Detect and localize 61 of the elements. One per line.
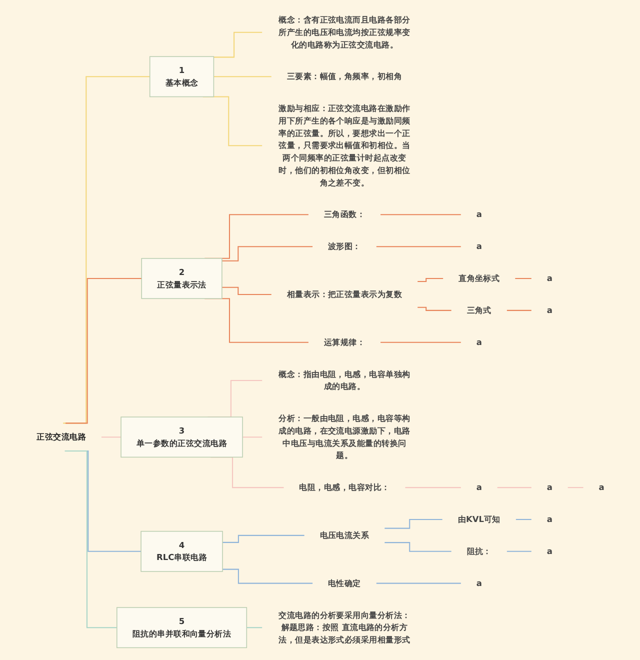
connector	[516, 518, 531, 520]
node-text: 概念：含有正弦电流而且电路各部分所产生的电压和电流均按正弦规率变化的电路称为正弦交流电路。	[278, 14, 410, 50]
node-text: 正弦交流电路	[36, 432, 86, 442]
connector	[62, 76, 150, 424]
node-text: 概念：指由电阻，电感，电容单独构成的电路。	[278, 369, 410, 392]
connector	[376, 246, 460, 248]
node-text: 运算规律：	[323, 337, 365, 347]
node-text: 电阻，电感，电容对比：	[298, 482, 390, 492]
node-text: 直角坐标式	[458, 273, 500, 284]
node-text: a	[476, 210, 482, 220]
node-text: a	[476, 482, 482, 492]
connector	[213, 76, 271, 78]
node-box: 4 RLC串联电路	[140, 530, 222, 572]
node-text: 相量表示：把正弦量表示为复数	[286, 289, 402, 300]
node-text: 三角函数：	[323, 210, 365, 220]
connector	[380, 342, 460, 343]
connector	[417, 278, 443, 282]
connector	[404, 487, 460, 488]
node-box: 1 基本概念	[149, 56, 214, 98]
node-box: 2 正弦量表示法	[140, 258, 222, 299]
connector	[496, 487, 531, 488]
connector	[65, 278, 142, 424]
node-box: 3 单一参数的正弦交流电路	[120, 416, 242, 458]
connector	[64, 450, 116, 628]
node-text: a	[476, 241, 482, 252]
node-text: 分析：一般由电阻，电感，电容等构成的电路，在交流电源激励下，电路中电压与电流关系及能量的转换问题。	[278, 413, 410, 460]
node-text: a	[546, 514, 552, 524]
node-text: a	[546, 546, 552, 556]
connector	[222, 246, 312, 262]
node-text: a	[546, 273, 552, 284]
connector	[380, 214, 460, 216]
node-text: 由KVL可知	[457, 514, 500, 524]
node-text: a	[476, 578, 482, 588]
connector	[567, 487, 583, 488]
connector	[384, 542, 451, 552]
node-text: 三要素：幅值，角频率，初相角	[286, 72, 402, 82]
connector	[384, 518, 442, 529]
connector	[246, 627, 262, 628]
node-text: 电压电流关系	[319, 530, 369, 540]
node-text: a	[598, 482, 604, 492]
connector	[101, 436, 121, 438]
node-text: 交流电路的分析要采用向量分析法：解题思路：按照 直流电路的分析方法，但是表达形式必须采用相量形式	[278, 610, 410, 645]
node-text: 阻抗：	[466, 546, 492, 556]
node-text: a	[476, 337, 482, 347]
node-text: 电性确定	[328, 578, 361, 588]
connector	[514, 278, 531, 280]
connector	[222, 286, 271, 295]
node-text: 波形图：	[328, 241, 361, 252]
node-box: 5 阻抗的串并联和向量分析法	[116, 607, 247, 648]
node-text: 激励与相应：正弦交流电路在激励作用下所产生的各个响应是与激励同频率的正弦量。所以，要想求出一个正弦量，只需要求出幅值和初相位。当两个同频率的正弦量计时起点改变时，他们的初相位角改变，但初相位角之差不变。	[278, 103, 410, 188]
connector	[213, 32, 262, 58]
connector	[506, 550, 531, 552]
node-text: 三角式	[466, 305, 492, 316]
connector	[506, 310, 531, 311]
connector	[222, 534, 304, 543]
node-text: a	[546, 482, 552, 492]
connector	[376, 582, 460, 584]
connector	[242, 436, 262, 438]
node-text: a	[546, 305, 552, 316]
connector	[222, 568, 312, 584]
connector	[417, 306, 451, 311]
